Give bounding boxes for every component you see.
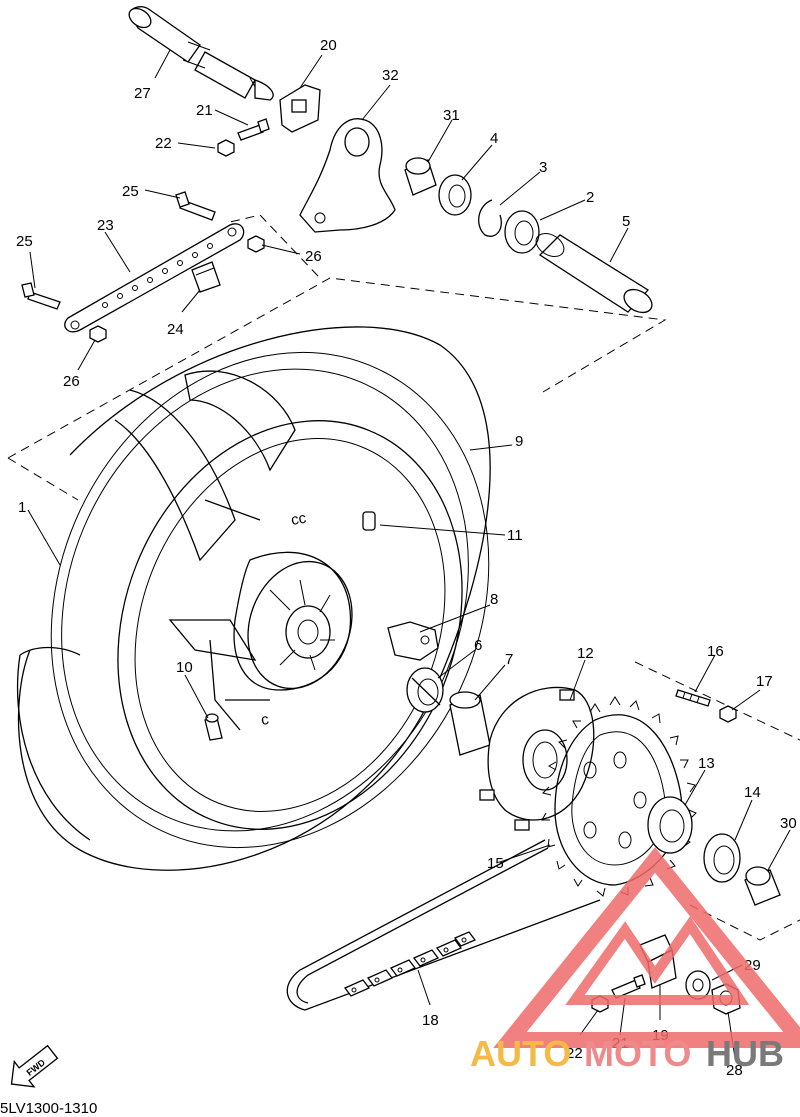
- oil-seal-4: [438, 174, 472, 216]
- nut-26-right: [247, 235, 265, 253]
- watermark-triangle-icon: [493, 847, 800, 1048]
- bolt-21-upper: [237, 118, 270, 141]
- clutch-hub: [479, 686, 595, 831]
- part-labels: 1 2 3 4 5 6 7 8 9 10 11 12 13 14 15 16 1…: [16, 37, 797, 1079]
- label-part-3: 3: [539, 159, 547, 176]
- label-part-32: 32: [382, 67, 399, 84]
- watermark-hub: HUB: [706, 1033, 784, 1074]
- balance-weight: [362, 511, 376, 531]
- label-part-4: 4: [490, 130, 498, 147]
- label-part-24: 24: [167, 321, 184, 338]
- label-part-13: 13: [698, 755, 715, 772]
- label-part-11: 11: [507, 527, 523, 544]
- label-part-1: 1: [18, 499, 26, 516]
- label-part-22-lower: 22: [566, 1045, 583, 1062]
- label-part-25-left: 25: [16, 233, 33, 250]
- collar-30: [744, 866, 781, 906]
- label-part-16: 16: [707, 643, 724, 660]
- label-part-30: 30: [780, 815, 797, 832]
- label-part-8: 8: [490, 591, 498, 608]
- spacer-5: [535, 233, 653, 314]
- label-part-31: 31: [443, 107, 460, 124]
- label-part-15: 15: [487, 855, 504, 872]
- label-part-28: 28: [726, 1062, 743, 1079]
- label-part-10: 10: [176, 659, 193, 676]
- label-part-26-left: 26: [63, 373, 80, 390]
- caliper-bracket-32: [299, 118, 396, 233]
- label-part-2: 2: [586, 189, 594, 206]
- assembly-guide-lines: [7, 214, 800, 941]
- bolt-21-lower: [611, 974, 646, 999]
- watermark-text: AUTO MOTO HUB: [470, 1033, 784, 1074]
- stud-bolt-16: [675, 689, 711, 707]
- rim-marking-c: c: [260, 711, 271, 729]
- label-part-26-right: 26: [305, 248, 322, 265]
- chain-links: [343, 931, 477, 997]
- label-part-6: 6: [474, 637, 482, 654]
- nut-26-left: [89, 325, 107, 343]
- circlip-3: [478, 199, 502, 237]
- watermark-logo: [493, 847, 800, 1048]
- collar-7: [449, 691, 491, 756]
- nut-22-upper: [217, 139, 235, 157]
- drive-chain: [286, 839, 601, 1011]
- washer-29: [685, 970, 711, 1000]
- bolt-25-left: [21, 282, 61, 310]
- label-part-20: 20: [320, 37, 337, 54]
- watermark-moto: MOTO: [584, 1033, 691, 1074]
- label-part-27: 27: [134, 85, 151, 102]
- tire-valve: [204, 713, 223, 741]
- torque-arm-23: [64, 223, 245, 333]
- clip-24: [191, 261, 221, 293]
- label-part-7: 7: [505, 651, 513, 668]
- hub-damper: [387, 621, 439, 661]
- leader-lines: [27, 49, 791, 1059]
- forward-arrow: FWD: [10, 1044, 59, 1088]
- label-part-22-upper: 22: [155, 135, 172, 152]
- oil-seal-14: [703, 833, 741, 883]
- label-part-17: 17: [756, 673, 773, 690]
- label-part-18: 18: [422, 1012, 439, 1029]
- label-part-23: 23: [97, 217, 114, 234]
- driven-sprocket: [541, 696, 697, 897]
- label-part-9: 9: [515, 433, 523, 450]
- wheel-bearing-6: [406, 667, 444, 713]
- axle-plate-20: [279, 84, 321, 133]
- rear-wheel-rim: cc c: [114, 370, 463, 830]
- label-part-5: 5: [622, 213, 630, 230]
- bearing-13: [647, 796, 693, 854]
- collar-31: [404, 157, 437, 196]
- rear-tire: [16, 326, 491, 871]
- label-part-25-upper: 25: [122, 183, 139, 200]
- rim-marking-cc: cc: [290, 510, 308, 529]
- label-part-14: 14: [744, 784, 761, 801]
- bearing-2: [504, 210, 540, 254]
- rear-axle-27: [128, 6, 274, 101]
- bolt-25-upper: [175, 191, 216, 221]
- watermark-auto: AUTO: [470, 1033, 571, 1074]
- label-part-21-upper: 21: [196, 102, 213, 119]
- label-part-12: 12: [577, 645, 594, 662]
- diagram-code: 5LV1300-1310: [0, 1100, 97, 1117]
